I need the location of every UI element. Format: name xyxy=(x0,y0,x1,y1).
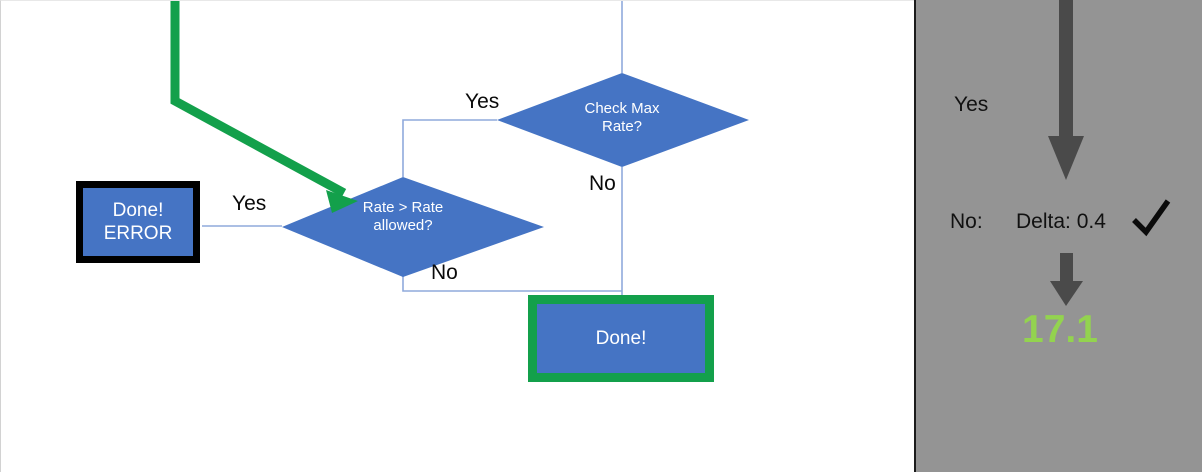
edge-label-no-check-max: No xyxy=(589,172,616,195)
edge-label-yes-check-max: Yes xyxy=(465,90,500,113)
connector-yes-check-max xyxy=(402,119,497,177)
panel-step-no-label: No: xyxy=(950,210,983,233)
flowchart-vector-layer xyxy=(170,1,749,295)
panel-delta-label: Delta: 0.4 xyxy=(1016,210,1106,233)
node-rate-gt-rate-allowed[interactable] xyxy=(282,177,544,277)
side-panel-vector-layer xyxy=(1048,0,1084,306)
panel-result-value: 17.1 xyxy=(1022,308,1098,351)
check-icon xyxy=(1132,199,1171,237)
panel-arrow-short xyxy=(1050,253,1083,306)
panel-arrow-long xyxy=(1048,0,1084,180)
panel-step-yes-label: Yes xyxy=(954,93,989,116)
flowchart-canvas: Check Max Rate? Rate > Rate allowed? Don… xyxy=(0,0,914,472)
side-panel: Yes No: Delta: 0.4 17.1 xyxy=(914,0,1202,472)
green-arrowhead xyxy=(326,190,358,213)
node-done-error[interactable]: Done! ERROR xyxy=(76,181,200,263)
green-path-arrow xyxy=(170,1,358,213)
edge-label-no-rate-allowed: No xyxy=(431,261,458,284)
node-done[interactable]: Done! xyxy=(528,295,714,382)
edge-label-yes-rate-allowed: Yes xyxy=(232,192,267,215)
node-check-max-rate[interactable] xyxy=(497,73,749,167)
